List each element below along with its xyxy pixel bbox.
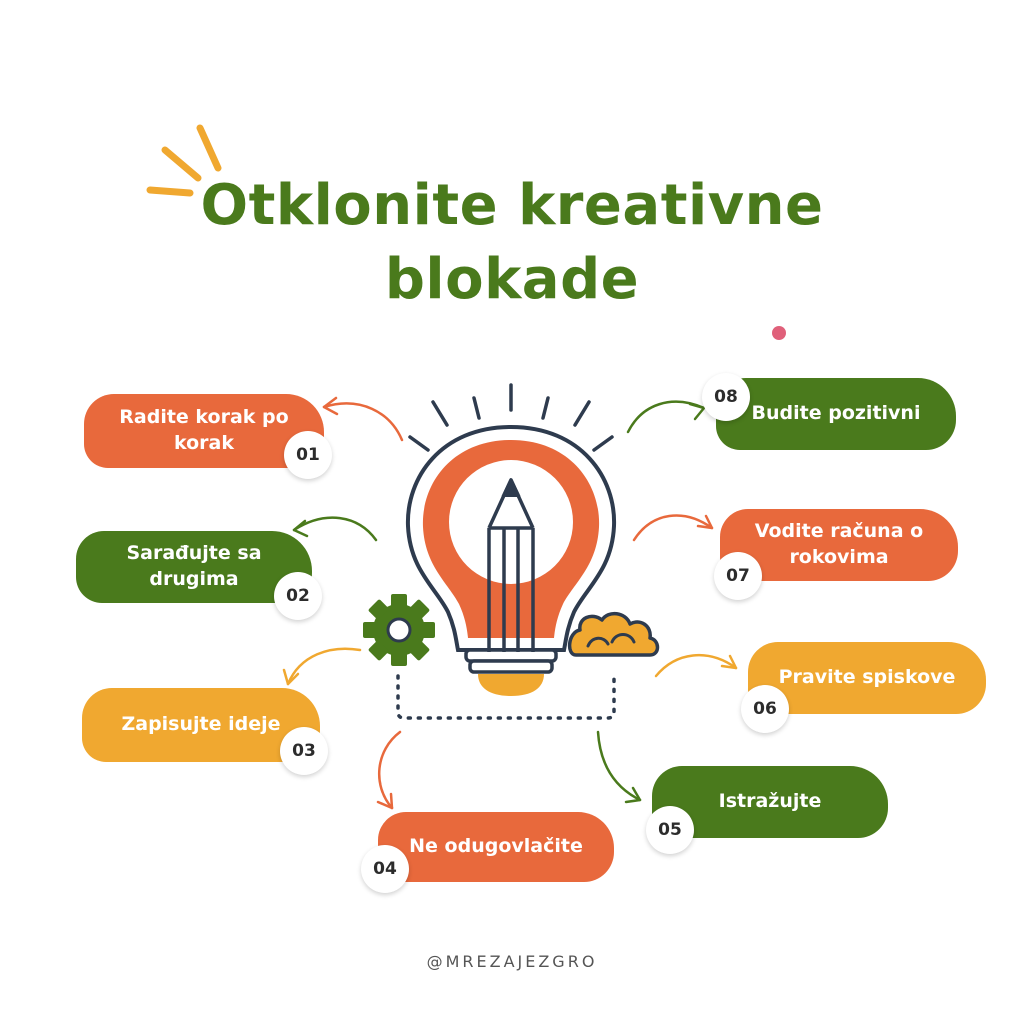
step-label: Sarađujte sa drugima [126, 542, 262, 590]
step-label: Istražujte [718, 790, 822, 813]
title-prefix: Otklonite [200, 173, 519, 238]
step-pill-04: Ne odugovlačite [378, 812, 614, 882]
step-label: Zapisujte ideje [121, 713, 281, 736]
arrow-02 [292, 516, 378, 542]
footer-handle: @MREZAJEZGRO [426, 952, 598, 971]
cloud-icon [567, 611, 660, 657]
arrow-03 [282, 647, 362, 686]
light-rays [408, 383, 614, 452]
step-number-badge: 06 [741, 685, 789, 733]
step-pill-07: Vodite računa o rokovima [720, 509, 958, 581]
step-number-badge: 03 [280, 727, 328, 775]
step-label: Radite korak po korak [119, 406, 289, 454]
step-pill-08: Budite pozitivni [716, 378, 956, 450]
arrow-04 [376, 730, 402, 810]
gear-icon [363, 594, 435, 666]
step-number-badge: 08 [702, 373, 750, 421]
title-line-1: Otklonite kreativne [0, 178, 1024, 234]
step-number-badge: 05 [646, 806, 694, 854]
step-label: Vodite računa o rokovima [754, 520, 924, 568]
pencil-icon [487, 478, 535, 652]
step-pill-03: Zapisujte ideje [82, 688, 320, 762]
arrow-05 [596, 730, 642, 804]
arrows [282, 396, 738, 810]
step-label: Pravite spiskove [778, 666, 956, 689]
arrow-06 [654, 654, 738, 678]
title-line-2: blokade [384, 247, 640, 312]
title-highlight-word: kreativne [518, 173, 824, 238]
title-highlight: kreativne [518, 178, 823, 234]
arrow-08 [626, 400, 706, 434]
arrow-01 [322, 396, 404, 442]
step-number-badge: 04 [361, 845, 409, 893]
lightbulb-icon [405, 424, 617, 696]
decorative-dot [772, 326, 786, 340]
step-number-badge: 01 [284, 431, 332, 479]
step-label: Ne odugovlačite [409, 835, 583, 858]
step-number-badge: 07 [714, 552, 762, 600]
sparkle-icon [146, 124, 222, 197]
step-number-badge: 02 [274, 572, 322, 620]
dotted-connector [396, 674, 616, 720]
step-label: Budite pozitivni [751, 402, 921, 425]
step-pill-02: Sarađujte sa drugima [76, 531, 312, 603]
arrow-07 [632, 514, 714, 542]
